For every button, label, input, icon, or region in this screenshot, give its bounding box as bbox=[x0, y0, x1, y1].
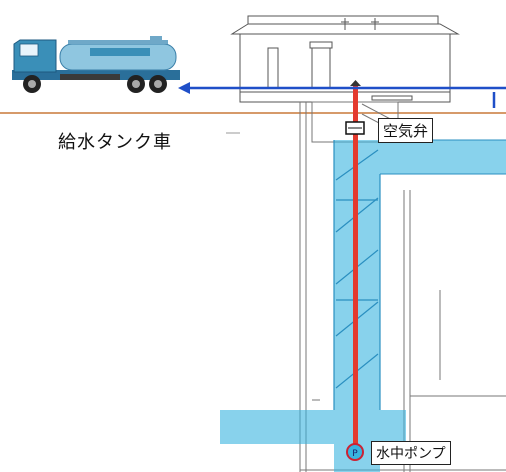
upper-water-duct bbox=[380, 140, 506, 174]
riser-pipe bbox=[353, 86, 358, 450]
air-valve-icon bbox=[345, 121, 365, 135]
pump-house-building bbox=[230, 15, 460, 103]
tank-truck-label: 給水タンク車 bbox=[58, 132, 172, 153]
submersible-pump-label: 水中ポンプ bbox=[371, 441, 451, 465]
riser-top-cap bbox=[350, 80, 361, 86]
flow-arrowhead bbox=[178, 82, 190, 94]
air-valve-label: 空気弁 bbox=[378, 118, 434, 143]
bottom-water-chamber bbox=[220, 410, 406, 444]
submersible-pump-icon bbox=[346, 443, 364, 461]
water-tank-truck-icon bbox=[12, 36, 180, 93]
pump-marker-text: P bbox=[352, 449, 358, 459]
